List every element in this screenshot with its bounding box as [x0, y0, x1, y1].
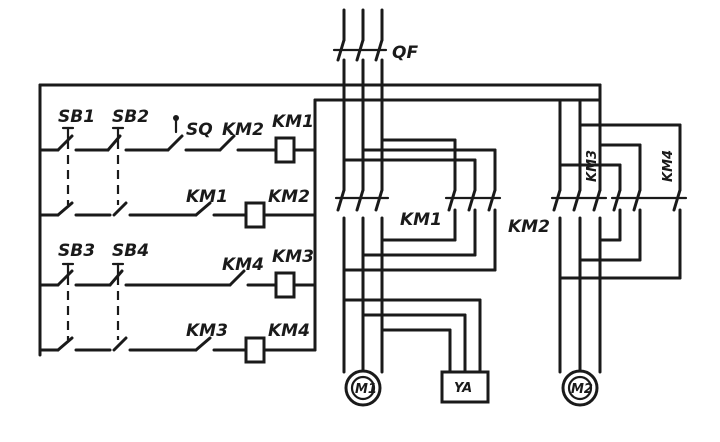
km1-coil	[274, 136, 296, 164]
km2-coil-label: KM2	[268, 187, 310, 207]
sb1-button-mark	[61, 126, 75, 142]
sb3-label: SB3	[58, 241, 95, 261]
ya-label: YA	[454, 381, 472, 396]
qf-breaker	[332, 38, 388, 72]
km3-coil	[274, 271, 296, 299]
sb2-label: SB2	[112, 107, 149, 127]
control-row-4	[38, 336, 317, 364]
motor-m2	[561, 369, 599, 407]
control-row-1	[38, 134, 317, 164]
sb4-button-mark	[111, 262, 125, 278]
supply-lines	[342, 8, 384, 42]
km2-coil	[244, 201, 266, 229]
km1-main-contacts	[334, 188, 390, 212]
sb2-button-mark	[111, 126, 125, 142]
motor-m1-label: M1	[355, 382, 377, 397]
km1-contact-row2-label: KM1	[186, 187, 228, 207]
phase-lines-m2	[558, 83, 602, 374]
phase-lines-m1	[342, 68, 384, 374]
km1-coil-label: KM1	[272, 112, 314, 132]
sb4-label: SB4	[112, 241, 149, 261]
sq-limit-switch-mark	[173, 115, 179, 134]
km2-reverse-branch	[342, 138, 502, 272]
km3-contact-row4-label: KM3	[186, 321, 228, 341]
km1-main-label: KM1	[400, 210, 442, 230]
km2-contact-row1-label: KM2	[222, 120, 264, 140]
km2-main-label: KM2	[508, 217, 550, 237]
qf-label: QF	[392, 43, 418, 63]
km4-coil-label: KM4	[268, 321, 310, 341]
motor-m2-label: M2	[571, 382, 593, 397]
km4-contact-row3-label: KM4	[222, 255, 264, 275]
sq-label: SQ	[186, 120, 213, 140]
km4-coil	[244, 336, 266, 364]
control-row-2	[38, 201, 317, 229]
km4-main-label: KM4	[661, 150, 676, 182]
motor-m1	[344, 369, 382, 407]
sb3-button-mark	[61, 262, 75, 278]
control-row-3	[38, 269, 317, 299]
km3-coil-label: KM3	[272, 247, 314, 267]
ya-brake-box	[440, 370, 490, 404]
sb1-label: SB1	[58, 107, 95, 127]
ya-branch	[342, 298, 482, 374]
km3-main-contacts	[550, 188, 608, 212]
km4-reverse-branch	[558, 123, 688, 280]
